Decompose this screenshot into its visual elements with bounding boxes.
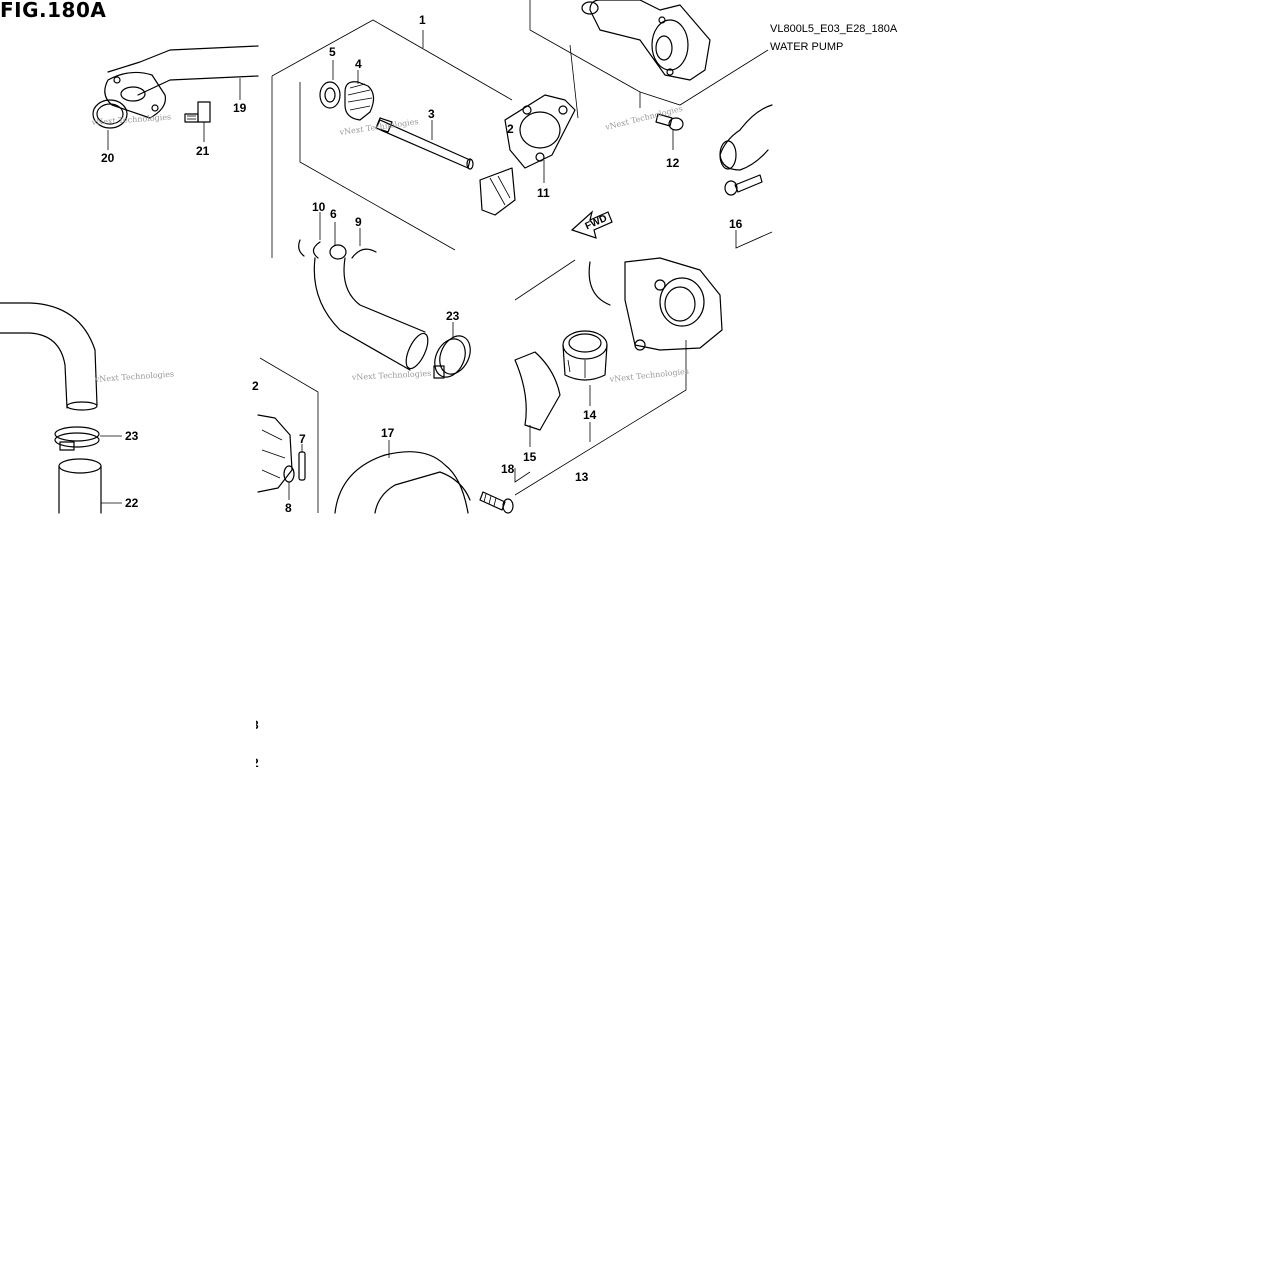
figure-code-block: VL800L5_E03_E28_180A WATER PUMP xyxy=(770,20,897,56)
callout-5: 5 xyxy=(329,45,336,59)
callout-18: 18 xyxy=(501,462,515,476)
gasket-15 xyxy=(514,351,561,447)
o-ring-20 xyxy=(92,99,128,129)
hose-upper-left xyxy=(0,302,98,411)
circlip-10 xyxy=(312,212,321,259)
fwd-arrow: FWD xyxy=(570,210,613,239)
watermark: vNext Technologies xyxy=(338,117,419,137)
watermark: vNext Technologies xyxy=(91,112,172,127)
callout-4: 4 xyxy=(355,57,362,71)
frame-lower xyxy=(259,357,319,513)
watermark: vNext Technologies xyxy=(351,369,432,382)
assembly-frame-1 xyxy=(271,19,513,258)
bolt-12 xyxy=(655,113,684,150)
gasket-2-impeller xyxy=(479,94,576,216)
water-pump-housing-top xyxy=(529,0,769,119)
gasket-17 xyxy=(334,440,471,514)
bolt-21 xyxy=(184,101,211,123)
thermostat-14 xyxy=(562,330,608,406)
callout-8: 8 xyxy=(285,501,292,515)
o-ring-9 xyxy=(351,228,377,259)
callout-2-lower: 2 xyxy=(252,379,259,393)
callout-23-left: 23 xyxy=(125,429,139,443)
bolt-18 xyxy=(479,491,514,514)
callout-13: 13 xyxy=(575,470,589,484)
callout-3: 3 xyxy=(428,107,435,121)
hose-22 xyxy=(58,458,122,514)
callout-16: 16 xyxy=(729,217,743,231)
crop-mask xyxy=(240,715,256,775)
figure-name: WATER PUMP xyxy=(770,41,844,53)
washer-8 xyxy=(283,465,295,500)
oil-seal-5 xyxy=(319,60,341,109)
clamp-23-center xyxy=(433,322,471,379)
leader-13-branch xyxy=(514,468,531,483)
watermark: vNext Technologies xyxy=(608,367,689,384)
hose-center xyxy=(313,257,429,371)
callout-15: 15 xyxy=(523,450,537,464)
callout-6: 6 xyxy=(330,207,337,221)
callout-1: 1 xyxy=(419,13,426,27)
figure-title: FIG.180A xyxy=(0,0,107,22)
callout-10: 10 xyxy=(312,200,326,214)
seal-6 xyxy=(329,222,347,260)
callout-19: 19 xyxy=(233,101,247,115)
thermostat-housing xyxy=(514,257,723,496)
callout-22: 22 xyxy=(125,496,139,510)
screw-16 xyxy=(724,174,773,249)
bracket-fragment xyxy=(298,239,305,257)
clamp-23-left xyxy=(54,426,122,451)
pin-7 xyxy=(298,444,306,481)
callout-12: 12 xyxy=(666,156,680,170)
impeller-shaft-3 xyxy=(375,117,474,170)
callout-23-center: 23 xyxy=(446,309,460,323)
callouts: 1 2 3 4 5 6 7 8 9 10 11 12 13 14 15 16 1… xyxy=(101,13,743,515)
callout-21: 21 xyxy=(196,144,210,158)
figure-code: VL800L5_E03_E28_180A xyxy=(770,23,898,35)
hose-fitting-right xyxy=(719,104,773,171)
watermarks: vNext Technologies vNext Technologies vN… xyxy=(91,104,690,384)
callout-14: 14 xyxy=(583,408,597,422)
outlet-pipe-19 xyxy=(104,45,259,119)
callout-2: 2 xyxy=(507,122,514,136)
callout-7: 7 xyxy=(299,432,306,446)
callout-17: 17 xyxy=(381,426,395,440)
impeller-lower xyxy=(257,414,293,493)
callout-11: 11 xyxy=(537,186,550,200)
callout-9: 9 xyxy=(355,215,362,229)
mechanical-seal-4 xyxy=(344,70,375,121)
watermark: vNext Technologies xyxy=(94,369,175,384)
callout-20: 20 xyxy=(101,151,115,165)
